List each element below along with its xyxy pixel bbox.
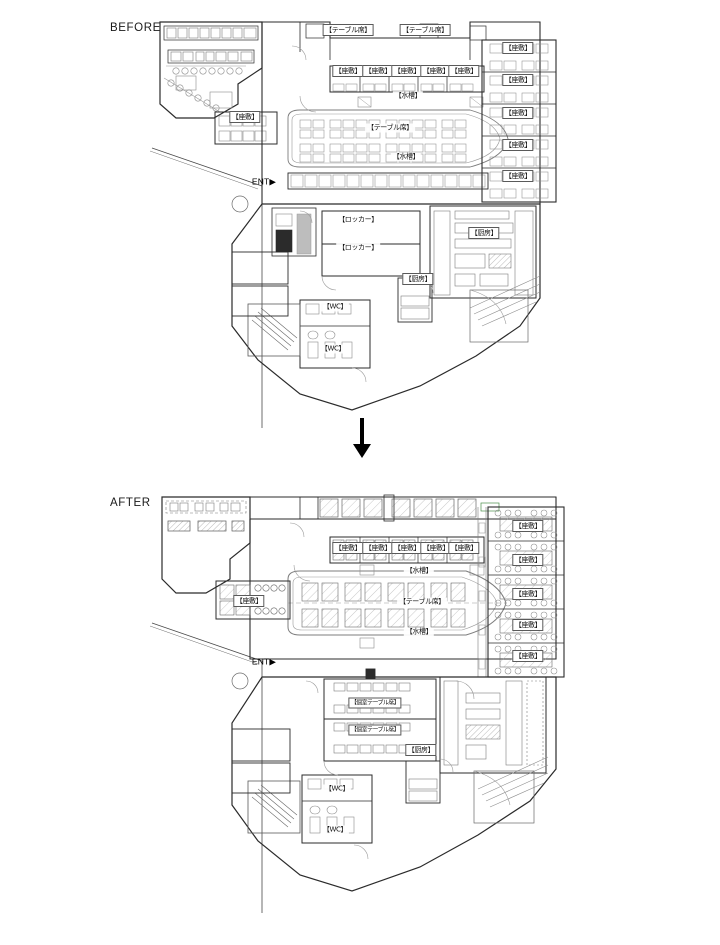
room-label-tatami: 【座敷】 [502, 170, 534, 182]
room-label-locker: 【ロッカー】 [336, 243, 380, 253]
room-label-restroom: 【WC】 [320, 825, 350, 835]
room-label-tatami: 【座敷】 [448, 542, 480, 554]
room-label-restroom: 【WC】 [318, 344, 348, 354]
room-label-tatami: 【座敷】 [512, 619, 544, 631]
room-label-kitchen: 【厨房】 [468, 227, 500, 239]
room-label-table-seats: 【テーブル席】 [397, 597, 447, 607]
room-label-tatami: 【座敷】 [502, 74, 534, 86]
room-label-tatami: 【座敷】 [332, 65, 364, 77]
room-label-tatami: 【座敷】 [420, 542, 452, 554]
room-label-private-table-seats: 【個室テーブル席】 [348, 724, 402, 736]
room-label-kitchen: 【厨房】 [402, 273, 434, 285]
room-label-tatami: 【座敷】 [448, 65, 480, 77]
after-stage-label: AFTER [110, 497, 151, 509]
entrance-marker: ENT▶ [251, 176, 277, 187]
room-label-tatami: 【座敷】 [229, 111, 261, 123]
room-label-tatami: 【座敷】 [502, 139, 534, 151]
after-room-label-layer: 【座敷】【座敷】【座敷】【座敷】【座敷】【水槽】【テーブル席】【水槽】【座敷】【… [0, 483, 720, 913]
down-arrow-icon [353, 418, 371, 458]
room-label-tatami: 【座敷】 [233, 595, 265, 607]
before-floor-plan: 【テーブル席】【テーブル席】【座敷】【座敷】【座敷】【座敷】【座敷】【水槽】【テ… [0, 8, 720, 428]
room-label-private-table-seats: 【個室テーブル席】 [348, 697, 402, 709]
room-label-kitchen: 【厨房】 [405, 744, 437, 756]
transition-arrow [348, 418, 376, 460]
room-label-tatami: 【座敷】 [362, 65, 394, 77]
room-label-aquarium: 【水槽】 [390, 152, 422, 162]
room-label-tatami: 【座敷】 [512, 650, 544, 662]
entrance-marker: ENT▶ [251, 656, 277, 667]
room-label-aquarium: 【水槽】 [392, 91, 424, 101]
room-label-tatami: 【座敷】 [420, 65, 452, 77]
room-label-aquarium: 【水槽】 [403, 627, 435, 637]
room-label-tatami: 【座敷】 [362, 542, 394, 554]
room-label-table-seats: 【テーブル席】 [322, 24, 374, 36]
room-label-tatami: 【座敷】 [512, 520, 544, 532]
room-label-tatami: 【座敷】 [502, 107, 534, 119]
room-label-tatami: 【座敷】 [391, 65, 423, 77]
room-label-tatami: 【座敷】 [512, 588, 544, 600]
before-stage-label: BEFORE [110, 22, 161, 34]
room-label-tatami: 【座敷】 [332, 542, 364, 554]
room-label-restroom: 【WC】 [320, 302, 350, 312]
room-label-tatami: 【座敷】 [502, 42, 534, 54]
after-floor-plan: 【座敷】【座敷】【座敷】【座敷】【座敷】【水槽】【テーブル席】【水槽】【座敷】【… [0, 483, 720, 913]
before-room-label-layer: 【テーブル席】【テーブル席】【座敷】【座敷】【座敷】【座敷】【座敷】【水槽】【テ… [0, 8, 720, 438]
room-label-tatami: 【座敷】 [391, 542, 423, 554]
room-label-restroom: 【WC】 [322, 784, 352, 794]
before-plan-drawing [149, 21, 557, 428]
room-label-tatami: 【座敷】 [512, 554, 544, 566]
room-label-locker: 【ロッカー】 [336, 215, 380, 225]
room-label-table-seats: 【テーブル席】 [399, 24, 451, 36]
room-label-aquarium: 【水槽】 [403, 566, 435, 576]
room-label-table-seats: 【テーブル席】 [365, 123, 415, 133]
